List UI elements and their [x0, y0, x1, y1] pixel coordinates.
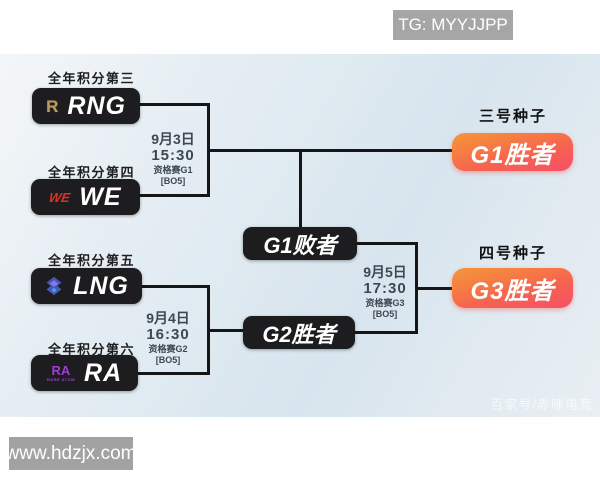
rank-label-we: 全年积分第四	[48, 165, 136, 180]
match-info-g3: 9月5日 17:30 资格赛G3 [BO5]	[345, 264, 425, 320]
ra-logo-monogram: RA	[51, 363, 71, 378]
match-stage: 资格赛G3	[365, 298, 405, 309]
connector-line	[208, 149, 454, 152]
credit-watermark: 百家号/赤咪电竞	[490, 397, 593, 412]
connector-line	[140, 194, 210, 197]
site-watermark-badge: www.hdzjx.com	[6, 437, 136, 470]
seed-label-three: 三号种子	[478, 108, 547, 125]
bracket-image: 全年积分第三 R RNG 全年积分第四 WE WE 全年积分第五 LNG 全年积…	[0, 54, 600, 417]
lng-logo-icon	[44, 276, 64, 296]
match-stage: 资格赛G2	[148, 344, 188, 355]
match-date: 9月3日	[151, 131, 195, 147]
connector-line	[353, 331, 418, 334]
team-box-we: WE WE	[31, 179, 140, 215]
ra-logo-icon: RA RARE ATOM	[47, 364, 75, 382]
tg-watermark-badge: TG: MYYJJPP	[393, 10, 513, 40]
connector-line	[208, 329, 246, 332]
node-box-g2-winner: G2胜者	[243, 316, 355, 349]
rank-label-ra: 全年积分第六	[48, 342, 136, 357]
match-info-g1: 9月3日 15:30 资格赛G1 [BO5]	[133, 131, 213, 187]
match-time: 15:30	[151, 147, 195, 165]
team-name-we: WE	[79, 182, 122, 211]
team-box-lng: LNG	[31, 268, 142, 304]
node-box-g1-loser: G1败者	[243, 227, 357, 260]
connector-line	[416, 287, 454, 290]
connector-line	[140, 285, 210, 288]
match-format: [BO5]	[155, 355, 181, 366]
match-date: 9月5日	[363, 264, 407, 280]
team-name-rng: RNG	[67, 91, 126, 120]
connector-line	[355, 242, 418, 245]
match-time: 16:30	[146, 326, 190, 344]
we-logo-icon: WE	[48, 189, 72, 205]
team-name-lng: LNG	[73, 271, 129, 300]
match-format: [BO5]	[372, 309, 398, 320]
team-box-rng: R RNG	[32, 88, 140, 124]
match-date: 9月4日	[146, 310, 190, 326]
winner-box-g3: G3胜者	[452, 268, 573, 308]
rng-logo-icon: R	[46, 96, 59, 116]
connector-line	[138, 372, 210, 375]
connector-line	[140, 103, 210, 106]
match-format: [BO5]	[160, 176, 186, 187]
ra-logo-subtext: RARE ATOM	[46, 377, 76, 382]
team-box-ra: RA RARE ATOM RA	[31, 355, 138, 391]
rank-label-lng: 全年积分第五	[48, 253, 136, 268]
match-time: 17:30	[363, 280, 407, 298]
match-info-g2: 9月4日 16:30 资格赛G2 [BO5]	[128, 310, 208, 366]
match-stage: 资格赛G1	[153, 165, 193, 176]
rank-label-rng: 全年积分第三	[48, 71, 136, 86]
team-name-ra: RA	[84, 358, 123, 387]
winner-box-g1: G1胜者	[452, 133, 573, 171]
seed-label-four: 四号种子	[478, 245, 547, 262]
connector-line	[299, 150, 302, 229]
